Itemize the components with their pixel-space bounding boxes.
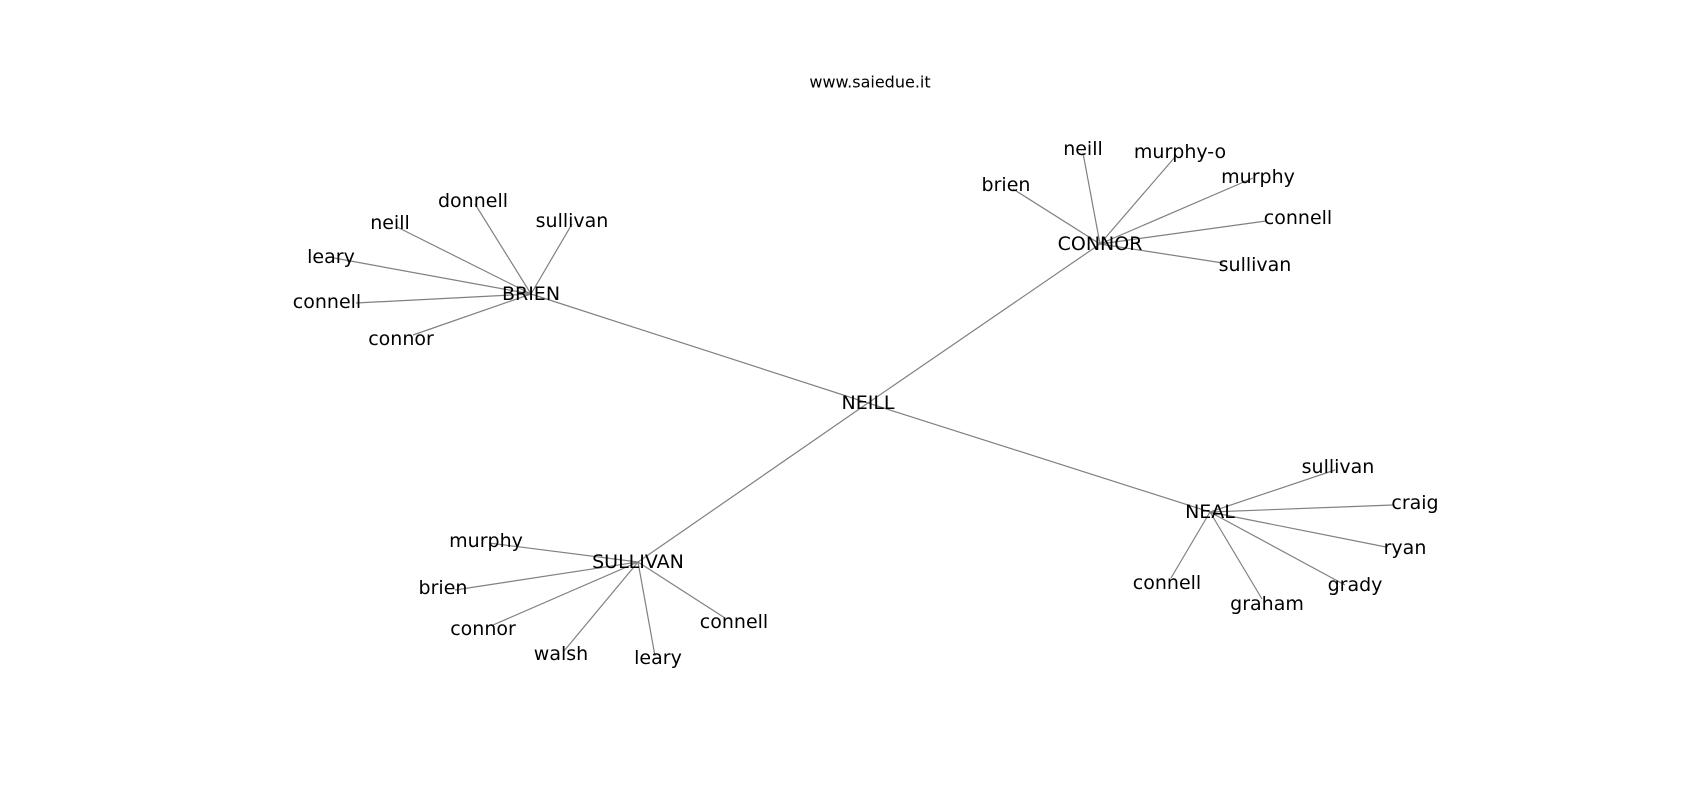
leaf-node-label: leary xyxy=(307,246,355,268)
edge-neal-to-ryan xyxy=(1209,511,1387,548)
edge-neal-to-connell xyxy=(1170,511,1211,579)
edge-brien-to-leary xyxy=(333,257,532,295)
leaf-node-label: ryan xyxy=(1384,537,1427,559)
edge-sullivan-to-murphy xyxy=(488,542,639,563)
edge-sullivan-to-connor xyxy=(492,561,639,626)
edge-sullivan-to-leary xyxy=(637,561,656,657)
edge-connor-to-neill xyxy=(1082,152,1101,245)
edge-sullivan-to-connell xyxy=(637,561,726,619)
watermark-text: www.saiedue.it xyxy=(809,73,930,92)
edge-sullivan-to-brien xyxy=(454,561,639,591)
leaf-node-label: connell xyxy=(293,291,361,313)
leaf-node-label: sullivan xyxy=(1302,456,1375,478)
edge-brien-to-neill xyxy=(396,226,532,295)
leaf-node-label: sullivan xyxy=(536,210,609,232)
edge-brien-to-donnell xyxy=(474,203,532,295)
leaf-node-label: connell xyxy=(1133,572,1201,594)
edge-brien-to-sullivan xyxy=(530,223,573,295)
leaf-node-label: graham xyxy=(1230,593,1304,615)
edge-root-to-sullivan xyxy=(637,402,869,563)
leaf-node-label: connor xyxy=(368,328,434,350)
leaf-node-label: neill xyxy=(370,212,410,234)
leaf-node-label: neill xyxy=(1063,138,1103,160)
leaf-node-label: connell xyxy=(1264,207,1332,229)
edge-connor-to-connell xyxy=(1099,220,1267,245)
leaf-node-label: murphy xyxy=(449,530,523,552)
edge-neal-to-graham xyxy=(1209,511,1263,600)
leaf-node-label: walsh xyxy=(534,643,588,665)
label-layer: NEILL BRIEN donnell sullivan neill leary conne… xyxy=(293,138,1439,669)
edge-brien-to-connor xyxy=(412,293,532,336)
edge-root-to-neal xyxy=(867,402,1211,513)
edge-root-to-brien xyxy=(530,293,869,404)
edge-layer xyxy=(333,152,1394,657)
edge-connor-to-murphy xyxy=(1099,177,1254,245)
leaf-node-label: sullivan xyxy=(1219,254,1292,276)
edge-connor-to-sullivan xyxy=(1099,243,1224,264)
hub-node-label: SULLIVAN xyxy=(592,551,684,573)
edge-root-to-connor xyxy=(867,243,1101,404)
leaf-node-label: brien xyxy=(982,174,1031,196)
leaf-node-label: grady xyxy=(1328,574,1383,596)
leaf-node-label: brien xyxy=(419,577,468,599)
leaf-node-label: connell xyxy=(700,611,768,633)
leaf-node-label: donnell xyxy=(438,190,508,212)
leaf-node-label: craig xyxy=(1391,492,1438,514)
edge-sullivan-to-walsh xyxy=(563,561,639,652)
edge-connor-to-murphy-o xyxy=(1099,156,1176,245)
leaf-node-label: connor xyxy=(450,618,516,640)
leaf-node-label: murphy xyxy=(1221,166,1295,188)
hub-node-label: NEAL xyxy=(1185,501,1235,523)
edge-neal-to-craig xyxy=(1209,504,1394,513)
leaf-node-label: leary xyxy=(634,647,682,669)
edge-connor-to-brien xyxy=(1012,188,1101,245)
hub-node-label: CONNOR xyxy=(1058,233,1143,255)
edge-brien-to-connell xyxy=(355,293,532,304)
leaf-node-label: murphy-o xyxy=(1134,141,1226,163)
edge-neal-to-sullivan xyxy=(1209,469,1336,513)
edge-neal-to-grady xyxy=(1209,511,1346,586)
root-node-label: NEILL xyxy=(842,392,895,414)
hub-node-label: BRIEN xyxy=(502,283,560,305)
